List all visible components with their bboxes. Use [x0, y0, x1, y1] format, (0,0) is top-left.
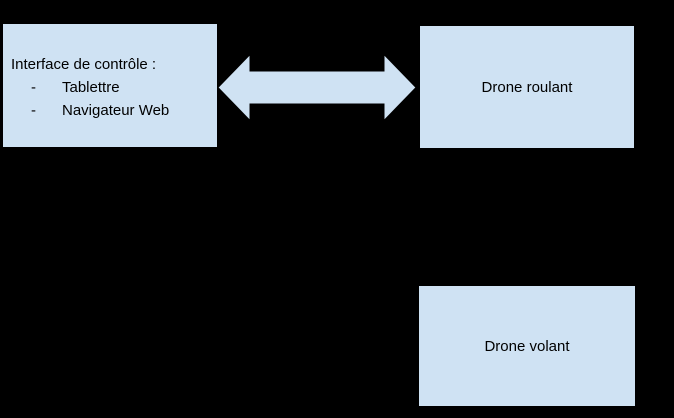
- list-item: - Navigateur Web: [11, 99, 211, 122]
- drone-volant-box: Drone volant: [418, 285, 636, 407]
- bullet-marker: -: [31, 79, 36, 96]
- drone-roulant-box: Drone roulant: [419, 25, 635, 149]
- bullet-label-navigateur-web: Navigateur Web: [62, 102, 170, 119]
- list-item: - Tablettre: [11, 76, 211, 99]
- bidirectional-arrow-icon: [217, 53, 417, 122]
- bullet-marker: -: [31, 102, 36, 119]
- drone-volant-label: Drone volant: [484, 337, 570, 355]
- interface-box-title: Interface de contrôle :: [11, 56, 157, 73]
- drone-roulant-label: Drone roulant: [481, 78, 573, 96]
- interface-control-box: Interface de contrôle : - Tablettre - Na…: [2, 23, 218, 148]
- bullet-label-tablette: Tablettre: [62, 79, 120, 96]
